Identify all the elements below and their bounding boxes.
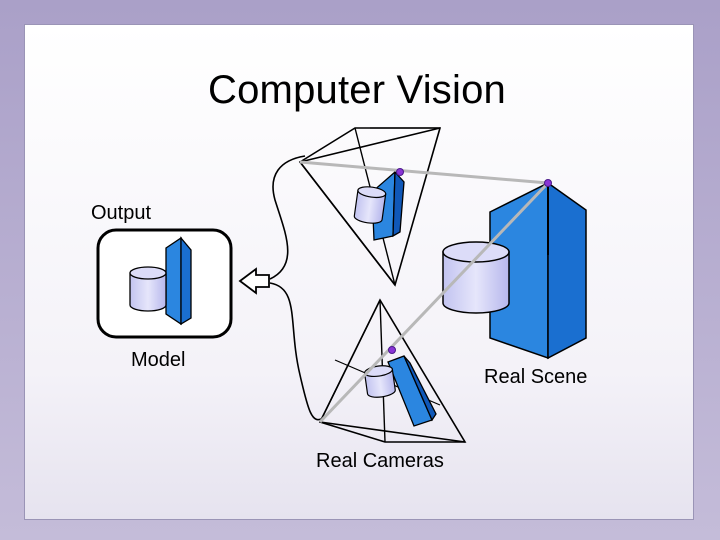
- real-scene-group: [442, 181, 587, 360]
- upper-camera: [298, 127, 442, 287]
- cable-lower-camera: [269, 282, 324, 421]
- label-model: Model: [131, 349, 186, 371]
- lower-camera-screen-cube: [387, 355, 437, 427]
- upper-projection-point: [396, 168, 404, 176]
- scene-cylinder: [442, 241, 510, 314]
- cable-upper-camera: [269, 155, 306, 280]
- ray-lower: [318, 181, 550, 424]
- lower-camera: [318, 298, 467, 443]
- model-cylinder: [129, 266, 167, 312]
- scene-point: [544, 179, 552, 187]
- ray-upper: [299, 160, 549, 185]
- slide-title: Computer Vision: [208, 68, 506, 112]
- label-real-scene: Real Scene: [484, 366, 588, 388]
- label-real-cameras: Real Cameras: [316, 450, 444, 472]
- lower-projection-point: [388, 346, 396, 354]
- output-arrow: [238, 267, 270, 295]
- label-output: Output: [91, 202, 152, 224]
- model-output-box: [96, 228, 233, 339]
- model-cube: [165, 236, 192, 326]
- upper-camera-screen-cylinder: [353, 186, 387, 224]
